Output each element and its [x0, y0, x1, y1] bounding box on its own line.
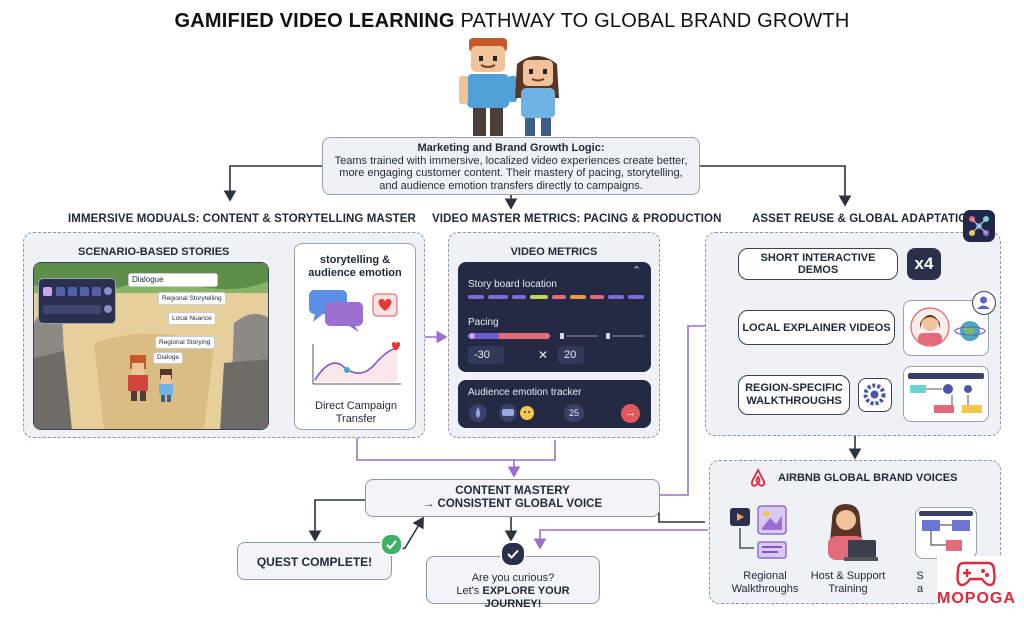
dialogue-bubble: Regional Storying	[155, 336, 215, 349]
regional-walkthrough-illustration	[730, 505, 787, 559]
airbnb-item-line: Regional	[743, 570, 787, 582]
dialogue-bubble: Dialoge	[153, 352, 183, 364]
video-metrics-heading: VIDEO METRICS	[510, 246, 598, 258]
content-mastery-line: → CONSISTENT GLOBAL VOICE	[422, 498, 603, 510]
workflow-illustration	[908, 373, 984, 413]
growth-logic-box: Marketing and Brand Growth Logic: Teams …	[322, 137, 700, 195]
scenario-heading: SCENARIO-BASED STORIES	[78, 246, 230, 258]
game-hud-icons	[43, 287, 112, 314]
section-heading-metrics: VIDEO MASTER METRICS: PACING & PRODUCTIO…	[432, 213, 722, 225]
storyboard-label: Story board location	[468, 279, 557, 290]
storytelling-heading-line: audience emotion	[308, 267, 402, 279]
emotion-count-badge: 25	[564, 404, 584, 422]
dialogue-bubble: Dialogue	[128, 273, 218, 287]
collapse-chevron-icon[interactable]: ⌃	[632, 265, 642, 277]
airbnb-item-regional-walkthroughs: Regional Walkthroughs	[722, 570, 808, 595]
storytelling-illustration	[309, 290, 401, 385]
airbnb-item-line: Host & Support	[810, 570, 886, 582]
emotion-tracker-card: Audience emotion tracker 25 →	[458, 380, 651, 428]
storytelling-heading-line: storytelling &	[319, 254, 391, 266]
emotion-icons	[469, 404, 534, 422]
presenter-illustration	[910, 307, 986, 347]
gamepad-icon	[956, 561, 996, 587]
checkmark-icon	[500, 541, 526, 567]
emotion-next-arrow-icon[interactable]: →	[621, 404, 640, 423]
airbnb-heading: AIRBNB GLOBAL BRAND VOICES	[778, 472, 958, 484]
explore-question: Are you curious?	[471, 572, 555, 584]
pacing-slider[interactable]	[468, 332, 644, 340]
multiplier-badge: x4	[907, 248, 941, 280]
brand-name: MOPOGA	[937, 590, 1016, 607]
airbnb-item-line: S	[916, 570, 924, 582]
host-support-illustration	[828, 504, 878, 561]
growth-logic-heading: Marketing and Brand Growth Logic:	[417, 142, 605, 154]
growth-logic-line: and audience emotion transfers directly …	[379, 179, 643, 192]
growth-logic-line: more engaging customer content. Their ma…	[339, 167, 683, 179]
asset-item-local-explainer-videos[interactable]: LOCAL EXPLAINER VIDEOS	[738, 310, 895, 345]
learner-characters-illustration	[459, 38, 559, 136]
explore-cta-bold: EXPLORE YOUR JOURNEY!	[482, 585, 570, 610]
section-heading-immersive: IMMERSIVE MODUALS: CONTENT & STORYTELLIN…	[68, 213, 416, 225]
dialogue-bubble: Local Nuance	[168, 312, 216, 325]
title-rest: PATHWAY TO GLOBAL BRAND GROWTH	[460, 10, 850, 32]
asset-item-region-specific-walkthroughs[interactable]: REGION-SPECIFIC WALKTHROUGHS	[738, 375, 850, 415]
airbnb-item-host-support-training: Host & Support Training	[808, 570, 888, 595]
content-mastery-line: CONTENT MASTERY	[455, 485, 570, 497]
content-mastery-box: CONTENT MASTERY → CONSISTENT GLOBAL VOIC…	[365, 479, 660, 517]
explore-cta: Let's EXPLORE YOUR JOURNEY!	[427, 585, 599, 611]
asset-item-short-interactive-demos[interactable]: SHORT INTERACTIVE DEMOS	[738, 248, 898, 280]
user-avatar-icon	[972, 291, 996, 315]
flowchart-window-illustration	[915, 507, 977, 559]
airbnb-item-line: Walkthroughs	[731, 582, 799, 595]
game-hero-sprite	[128, 355, 173, 402]
title-bold: GAMIFIED VIDEO LEARNING	[174, 10, 455, 32]
airbnb-item-partial: S a	[902, 570, 938, 595]
gear-icon	[858, 378, 892, 412]
airbnb-item-line: Training	[828, 582, 868, 595]
pacing-label: Pacing	[468, 317, 499, 328]
metrics-dark-card: ⌃ Story board location Pacing -30 ✕ 20	[458, 262, 651, 372]
storyboard-segment-bar	[468, 295, 644, 299]
emotion-tracker-label: Audience emotion tracker	[468, 387, 582, 398]
explore-cta-prefix: Let's	[456, 585, 480, 597]
storytelling-caption-line: Transfer	[335, 413, 377, 425]
page-title: GAMIFIED VIDEO LEARNING PATHWAY TO GLOBA…	[0, 10, 1024, 33]
pacing-close-icon[interactable]: ✕	[538, 348, 549, 362]
molecule-network-icon	[963, 210, 995, 242]
storytelling-card: storytelling & audience emotion Direct C…	[294, 243, 416, 430]
dialogue-bubble: Regional Storytelling	[158, 292, 226, 305]
mopoga-brand-badge: MOPOGA	[937, 556, 1015, 614]
section-heading-asset: ASSET REUSE & GLOBAL ADAPTATION	[752, 213, 976, 225]
workflow-diagram-thumbnail	[903, 366, 989, 422]
quest-complete-box: QUEST COMPLETE!	[237, 542, 392, 580]
game-hud-panel	[38, 278, 116, 324]
checkmark-icon	[380, 533, 403, 556]
growth-logic-line: Teams trained with immersive, localized …	[334, 154, 688, 167]
airbnb-logo-icon	[748, 467, 768, 493]
pacing-min-field[interactable]: -30	[468, 346, 504, 364]
airbnb-item-line: a	[916, 582, 924, 595]
pacing-max-field[interactable]: 20	[558, 346, 584, 364]
storytelling-caption-line: Direct Campaign	[315, 400, 397, 412]
